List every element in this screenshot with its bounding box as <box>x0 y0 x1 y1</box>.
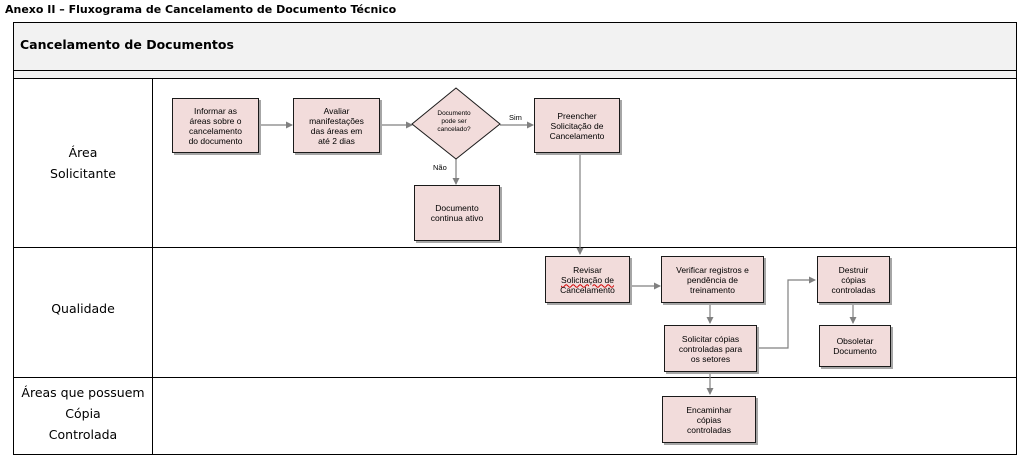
decision-diamond <box>411 87 501 160</box>
flowchart-table <box>13 22 1017 455</box>
header-separator-top <box>14 70 1016 71</box>
lane-label-areas-copia-controlada: Áreas que possuem Cópia Controlada <box>21 385 145 442</box>
step-revisar-solicitacao: Revisar Solicitação de Cancelamento <box>545 256 630 303</box>
lane-label-qualidade: Qualidade <box>51 301 115 316</box>
step-obsoletar-documento: Obsoletar Documento <box>819 325 891 367</box>
decision-no-label: Não <box>433 163 447 172</box>
step-destruir-copias: Destruir cópias controladas <box>817 256 890 303</box>
step-encaminhar-copias: Encaminhar cópias controladas <box>662 396 756 443</box>
lane-separator-1 <box>14 247 1016 248</box>
step-avaliar-manifestacoes: Avaliar manifestações das áreas em até 2… <box>293 98 380 153</box>
header-separator-bottom <box>14 78 1016 79</box>
step-preencher-solicitacao: Preencher Solicitação de Cancelamento <box>534 98 620 153</box>
step-solicitar-copias: Solicitar cópias controladas para os set… <box>664 325 757 372</box>
step-documento-continua-ativo: Documento continua ativo <box>414 185 500 241</box>
header-spacer-band <box>14 71 1016 78</box>
lane-separator-2 <box>14 377 1016 378</box>
document-title: Anexo II – Fluxograma de Cancelamento de… <box>5 3 397 16</box>
step-verificar-registros: Verificar registros e pendência de trein… <box>661 256 764 303</box>
decision-yes-label: Sim <box>509 113 522 122</box>
step-informar-areas: Informar as áreas sobre o cancelamento d… <box>172 98 259 153</box>
lane-label-divider <box>152 79 153 454</box>
arrow-solicitar-to-destruir <box>757 276 816 349</box>
table-header-title: Cancelamento de Documentos <box>20 37 234 52</box>
decision-label: Documento pode ser cancelado? <box>437 110 471 133</box>
table-header-band <box>14 23 1016 70</box>
lane-label-area-solicitante: Área Solicitante <box>50 145 116 181</box>
